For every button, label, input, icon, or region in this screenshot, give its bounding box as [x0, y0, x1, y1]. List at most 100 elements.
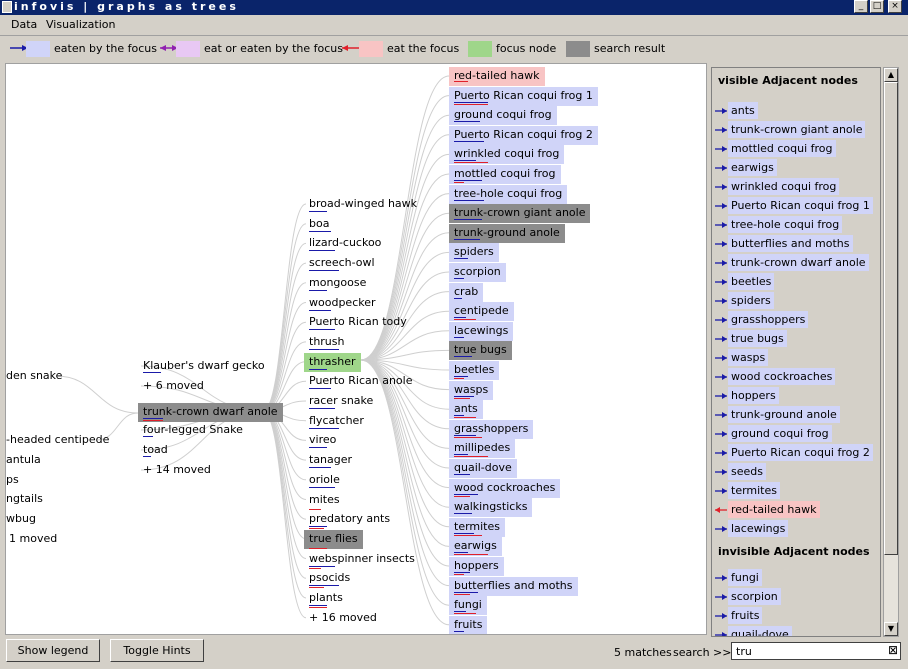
tree-node[interactable]: four-legged Snake: [143, 423, 243, 436]
tree-node[interactable]: broad-winged hawk: [309, 197, 418, 210]
scroll-down-icon[interactable]: ▼: [884, 622, 898, 636]
sidebar-scrollbar[interactable]: ▲ ▼: [883, 67, 899, 637]
menu-visualization[interactable]: Visualization: [46, 18, 116, 31]
scrollbar-thumb[interactable]: [884, 82, 898, 555]
tree-node[interactable]: fungi: [449, 596, 487, 616]
tree-node[interactable]: toad: [143, 443, 168, 456]
maximize-button[interactable]: □: [870, 0, 884, 13]
tree-node[interactable]: trunk-crown dwarf anole: [138, 403, 283, 422]
tree-node[interactable]: butterflies and moths: [449, 576, 578, 596]
tree-node[interactable]: red-tailed hawk: [449, 67, 545, 86]
adjacent-node-item[interactable]: trunk-crown dwarf anole: [728, 254, 869, 271]
tree-node[interactable]: woodpecker: [309, 295, 376, 309]
tree-node[interactable]: true flies: [304, 529, 363, 549]
tree-node[interactable]: den snake: [6, 369, 63, 382]
tree-node[interactable]: centipede: [449, 302, 514, 322]
tree-node[interactable]: thrush: [309, 334, 345, 348]
tree-node[interactable]: flycatcher: [309, 413, 364, 427]
tree-node[interactable]: Puerto Rican anole: [309, 374, 413, 388]
tree-node[interactable]: trunk-ground anole: [449, 223, 565, 243]
tree-node[interactable]: mites: [309, 492, 340, 506]
tree-node[interactable]: vireo: [309, 433, 337, 447]
adjacent-node-item[interactable]: tree-hole coqui frog: [728, 216, 843, 233]
adjacent-node-item[interactable]: mottled coqui frog: [728, 140, 836, 157]
tree-node[interactable]: beetles: [449, 361, 500, 380]
tree-node[interactable]: true bugs: [449, 341, 512, 361]
tree-node[interactable]: Klauber's dwarf gecko: [143, 359, 265, 372]
adjacent-node-item[interactable]: hoppers: [728, 387, 779, 404]
tree-node[interactable]: racer snake: [309, 394, 374, 407]
tree-node[interactable]: ps: [6, 473, 19, 486]
menu-data[interactable]: Data: [11, 18, 38, 31]
tree-node[interactable]: termites: [449, 517, 505, 537]
tree-node[interactable]: thrasher: [304, 352, 361, 372]
tree-node[interactable]: millipedes: [449, 439, 516, 459]
tree-node[interactable]: spiders: [449, 243, 499, 263]
tree-node[interactable]: antula: [6, 453, 41, 466]
tree-node[interactable]: walkingsticks: [449, 498, 533, 518]
tree-node[interactable]: 1 moved: [9, 532, 58, 545]
tree-node[interactable]: mongoose: [309, 275, 367, 289]
adjacent-node-item[interactable]: wood cockroaches: [728, 368, 836, 385]
tree-node[interactable]: + 6 moved: [143, 379, 204, 392]
graph-canvas[interactable]: den snake -headed centipede antula ps ngtail…: [5, 63, 707, 635]
tree-node[interactable]: tanager: [309, 453, 353, 467]
adjacent-node-item[interactable]: wasps: [728, 349, 769, 366]
adjacent-node-item[interactable]: trunk-ground anole: [728, 406, 840, 423]
tree-node[interactable]: plants: [309, 591, 343, 604]
adjacent-node-item[interactable]: earwigs: [728, 159, 777, 176]
clear-search-icon[interactable]: ⊠: [887, 643, 899, 657]
tree-node[interactable]: grasshoppers: [449, 419, 534, 439]
tree-node[interactable]: earwigs: [449, 537, 502, 557]
scroll-up-icon[interactable]: ▲: [884, 68, 898, 82]
tree-node[interactable]: Puerto Rican coqui frog 1: [449, 86, 598, 106]
tree-node[interactable]: webspinner insects: [309, 551, 415, 565]
tree-node[interactable]: tree-hole coqui frog: [449, 184, 568, 204]
close-button[interactable]: ×: [888, 0, 902, 13]
tree-node[interactable]: Puerto Rican tody: [309, 315, 407, 329]
tree-node[interactable]: hoppers: [449, 557, 504, 576]
tree-node[interactable]: boa: [309, 216, 330, 230]
tree-node[interactable]: quail-dove: [449, 459, 517, 478]
adjacent-node-item[interactable]: quail-dove: [728, 626, 792, 636]
adjacent-node-item[interactable]: fungi: [728, 569, 762, 586]
tree-node[interactable]: predatory ants: [309, 512, 391, 526]
tree-node[interactable]: + 16 moved: [309, 610, 377, 624]
tree-node[interactable]: Puerto Rican coqui frog 2: [449, 125, 598, 145]
tree-node[interactable]: wrinkled coqui frog: [449, 145, 565, 165]
tree-node[interactable]: wasps: [449, 380, 494, 400]
tree-node[interactable]: wood cockroaches: [449, 478, 561, 498]
adjacent-node-item[interactable]: spiders: [728, 292, 774, 309]
toggle-hints-button[interactable]: Toggle Hints: [110, 639, 204, 662]
tree-node[interactable]: mottled coqui frog: [449, 165, 561, 184]
adjacent-node-item[interactable]: termites: [728, 482, 780, 499]
tree-node[interactable]: scorpion: [449, 263, 506, 282]
tree-node[interactable]: + 14 moved: [143, 463, 211, 476]
adjacent-node-item[interactable]: red-tailed hawk: [728, 501, 820, 518]
tree-node[interactable]: ngtails: [6, 492, 43, 505]
tree-node[interactable]: -headed centipede: [6, 433, 110, 446]
adjacent-node-item[interactable]: fruits: [728, 607, 763, 624]
adjacent-node-item[interactable]: beetles: [728, 273, 775, 290]
tree-node[interactable]: wbug: [6, 512, 36, 525]
adjacent-node-item[interactable]: grasshoppers: [728, 311, 809, 328]
adjacent-node-item[interactable]: scorpion: [728, 588, 781, 605]
adjacent-node-item[interactable]: ants: [728, 102, 758, 119]
minimize-button[interactable]: _: [854, 0, 868, 13]
adjacent-node-item[interactable]: butterflies and moths: [728, 235, 853, 252]
adjacent-node-item[interactable]: seeds: [728, 463, 766, 480]
adjacent-node-item[interactable]: Puerto Rican coqui frog 2: [728, 444, 873, 461]
tree-node[interactable]: lizard-cuckoo: [309, 236, 382, 250]
tree-node[interactable]: ants: [449, 400, 483, 420]
tree-node[interactable]: crab: [449, 282, 484, 302]
adjacent-node-item[interactable]: wrinkled coqui frog: [728, 178, 840, 195]
tree-node[interactable]: screech-owl: [309, 256, 375, 270]
adjacent-node-item[interactable]: lacewings: [728, 520, 789, 537]
search-input[interactable]: [731, 642, 901, 660]
adjacent-node-item[interactable]: Puerto Rican coqui frog 1: [728, 197, 873, 214]
tree-node[interactable]: lacewings: [449, 321, 514, 341]
tree-node[interactable]: oriole: [309, 472, 340, 486]
tree-node[interactable]: trunk-crown giant anole: [449, 204, 591, 224]
adjacent-node-item[interactable]: ground coqui frog: [728, 425, 832, 442]
adjacent-node-item[interactable]: true bugs: [728, 330, 787, 347]
